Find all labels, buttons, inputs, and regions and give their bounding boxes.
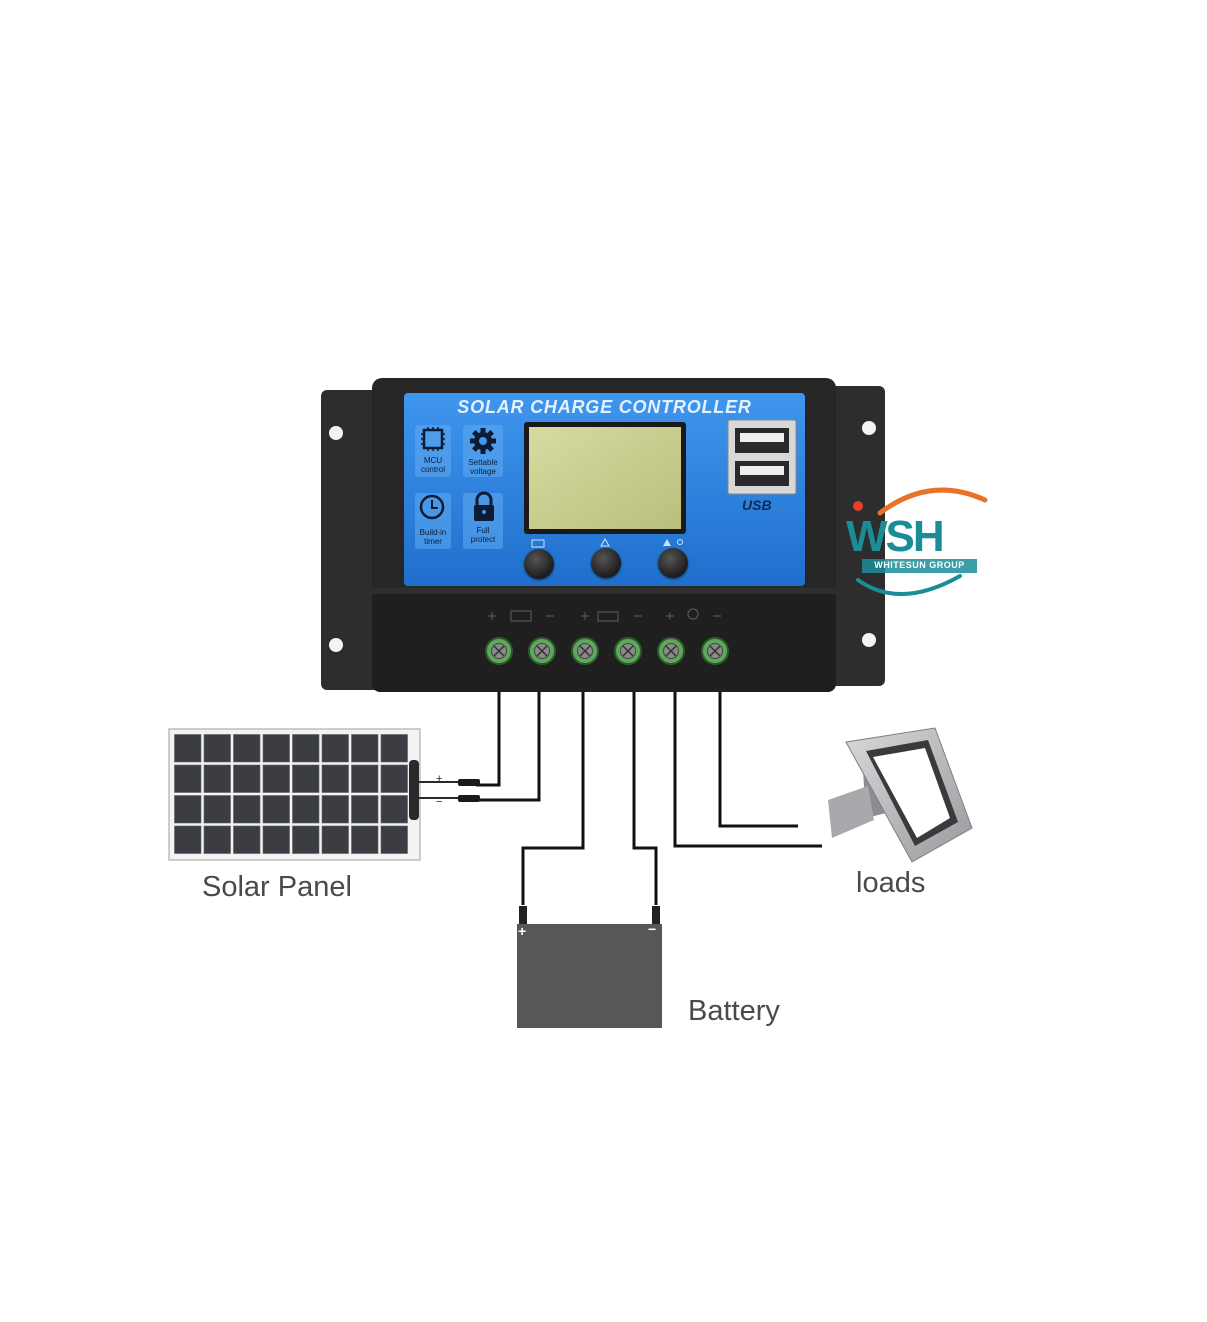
battery-positive-sign: + [518, 923, 527, 939]
chip-icon [421, 427, 445, 451]
loads-label: loads [856, 867, 926, 899]
battery-terminals [571, 637, 642, 665]
mounting-hole-icon [329, 638, 343, 652]
up-light-icon [663, 539, 671, 546]
left-mounting-ear [321, 390, 381, 690]
battery-body [517, 924, 662, 1028]
whitesun-logo [853, 487, 988, 597]
gear-icon [470, 428, 496, 454]
solar-negative-wire [476, 692, 541, 802]
mounting-hole-icon [862, 633, 876, 647]
usb-ports[interactable] [727, 419, 797, 495]
battery-positive-post [519, 906, 527, 924]
feature-icons [415, 425, 503, 549]
terminal-markings [488, 608, 721, 622]
flood-light-load [828, 727, 973, 863]
screw-terminals [485, 637, 729, 665]
down-button[interactable] [591, 548, 621, 578]
solar-positive-wire [476, 692, 501, 787]
menu-button[interactable] [524, 549, 554, 579]
terminal-block [372, 588, 836, 692]
battery-label: Battery [688, 995, 780, 1027]
solar-charge-controller [321, 378, 885, 692]
load-positive-wire [673, 692, 822, 848]
panel-positive-mark: + [436, 773, 443, 785]
panel-negative-mark: − [436, 796, 443, 808]
right-mounting-ear [825, 386, 885, 686]
lcd-screen [529, 427, 681, 529]
controller-title: SOLAR CHARGE CONTROLLER [457, 397, 752, 417]
battery-negative-post [652, 906, 660, 924]
logo-mark: WSH [846, 512, 945, 561]
usb-label: USB [742, 497, 772, 513]
wires [476, 692, 822, 905]
load-terminals [657, 637, 729, 665]
battery [517, 906, 662, 1028]
mounting-hole-icon [329, 426, 343, 440]
clock-icon [419, 494, 445, 520]
up-button[interactable] [658, 548, 688, 578]
menu-icon [531, 539, 545, 548]
lock-icon [474, 491, 494, 521]
logo-subtitle: WHITESUN GROUP [874, 560, 965, 570]
solar-panel-terminals [485, 637, 556, 665]
solar-panel [168, 728, 480, 861]
load-negative-wire [718, 692, 798, 828]
battery-negative-wire [632, 692, 658, 905]
mounting-hole-icon [862, 421, 876, 435]
battery-negative-sign: − [648, 921, 657, 937]
solar-panel-label: Solar Panel [202, 871, 352, 903]
triangle-icon [600, 537, 610, 547]
battery-positive-wire [521, 692, 585, 905]
